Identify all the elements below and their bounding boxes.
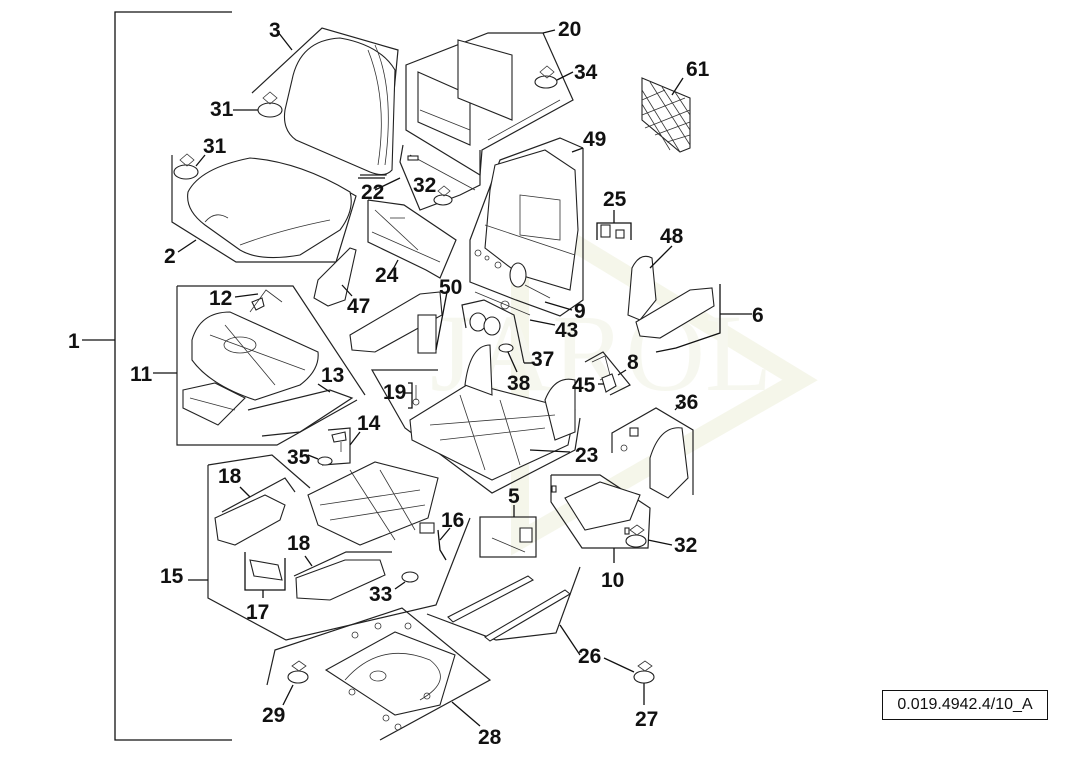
part-swivel-plate-10[interactable] [550, 474, 651, 563]
callout-16: 16 [441, 509, 465, 532]
part-trim-13[interactable] [247, 383, 354, 437]
callout-32-upper: 32 [413, 174, 437, 197]
part-knob-31-lower[interactable] [173, 153, 206, 180]
part-knob-38[interactable] [498, 343, 518, 373]
part-knob-34[interactable] [534, 65, 574, 89]
part-side-cover-47[interactable] [313, 247, 357, 307]
callout-2: 2 [164, 245, 176, 268]
callout-43: 43 [555, 319, 579, 342]
part-side-trim-18-lower[interactable] [293, 551, 392, 601]
part-recliner-36[interactable] [611, 401, 694, 499]
callout-61: 61 [686, 58, 710, 81]
callout-8: 8 [627, 351, 639, 374]
part-pivot-hardware-9[interactable] [474, 249, 573, 311]
drawing-reference-code: 0.019.4942.4/10_A [882, 690, 1048, 720]
callout-50: 50 [439, 276, 463, 299]
part-clip-12[interactable] [234, 289, 283, 313]
callout-22: 22 [361, 181, 385, 204]
part-armrest-left[interactable] [349, 291, 448, 354]
callout-45: 45 [572, 374, 596, 397]
part-knob-27[interactable] [603, 657, 655, 705]
part-lever-14[interactable] [321, 427, 361, 466]
callout-27: 27 [635, 708, 659, 731]
callout-47: 47 [347, 295, 371, 318]
callout-48: 48 [660, 225, 684, 248]
part-knob-33[interactable] [394, 571, 419, 590]
part-hardware-43[interactable] [474, 291, 556, 326]
callout-19: 19 [383, 381, 407, 404]
part-side-trim-18-upper[interactable] [214, 477, 296, 546]
part-backrest-panel-group[interactable] [405, 29, 574, 177]
callout-37: 37 [531, 348, 555, 371]
part-kit-5[interactable] [479, 505, 537, 558]
callout-49: 49 [583, 128, 607, 151]
callout-15: 15 [160, 565, 184, 588]
callout-18-upper: 18 [218, 465, 242, 488]
part-bracket-45[interactable] [598, 373, 617, 393]
callout-10: 10 [601, 569, 625, 592]
callout-38: 38 [507, 372, 531, 395]
part-base-plate-28[interactable] [266, 607, 492, 741]
callout-24: 24 [375, 264, 399, 287]
part-seat-pan-group-11[interactable] [153, 285, 366, 446]
part-knob-29[interactable] [282, 660, 309, 706]
part-knob-35[interactable] [307, 454, 333, 466]
callout-31-lower: 31 [203, 135, 227, 158]
part-bracket-16[interactable] [419, 522, 451, 561]
part-backrest-frame[interactable] [469, 137, 584, 317]
part-bolt-19[interactable] [404, 382, 420, 409]
assembly-bracket-1 [82, 11, 232, 741]
callout-12: 12 [209, 287, 233, 310]
callout-23: 23 [575, 444, 599, 467]
callout-32-lower: 32 [674, 534, 698, 557]
callout-6: 6 [752, 304, 764, 327]
part-cable-set-24[interactable] [367, 199, 457, 279]
callout-33: 33 [369, 583, 393, 606]
callout-25: 25 [603, 188, 627, 211]
part-seat-frame[interactable] [370, 344, 581, 494]
part-seat-base-group-15[interactable] [188, 454, 471, 641]
callout-5: 5 [508, 485, 520, 508]
part-knob-32-lower[interactable] [625, 524, 673, 548]
callout-36: 36 [675, 391, 699, 414]
callout-17: 17 [246, 601, 270, 624]
part-side-cover-48[interactable] [627, 245, 673, 321]
part-rail-17[interactable] [244, 552, 286, 598]
callout-3: 3 [269, 19, 281, 42]
part-armrest-right[interactable] [635, 284, 752, 353]
callout-18-lower: 18 [287, 532, 311, 555]
part-lumbar-37[interactable] [461, 299, 534, 364]
callout-34: 34 [574, 61, 598, 84]
part-seat-cushion[interactable] [171, 155, 357, 263]
callout-31-upper: 31 [210, 98, 234, 121]
callout-20: 20 [558, 18, 582, 41]
part-knob-31-upper[interactable] [233, 91, 283, 118]
part-backrest-cushion[interactable] [251, 27, 399, 176]
callout-1: 1 [68, 330, 80, 353]
callout-11: 11 [130, 363, 153, 386]
callout-14: 14 [357, 412, 381, 435]
part-clip-25[interactable] [596, 210, 632, 240]
callout-28: 28 [478, 726, 502, 749]
callout-35: 35 [287, 446, 311, 469]
reference-code-text: 0.019.4942.4/10_A [897, 696, 1033, 713]
callout-29: 29 [262, 704, 286, 727]
callout-26: 26 [578, 645, 602, 668]
part-knob-32-upper[interactable] [433, 185, 453, 206]
part-net-pocket[interactable] [641, 77, 691, 153]
part-slide-rails-26[interactable] [426, 566, 581, 656]
callout-13: 13 [321, 364, 345, 387]
callout-9: 9 [574, 300, 586, 323]
